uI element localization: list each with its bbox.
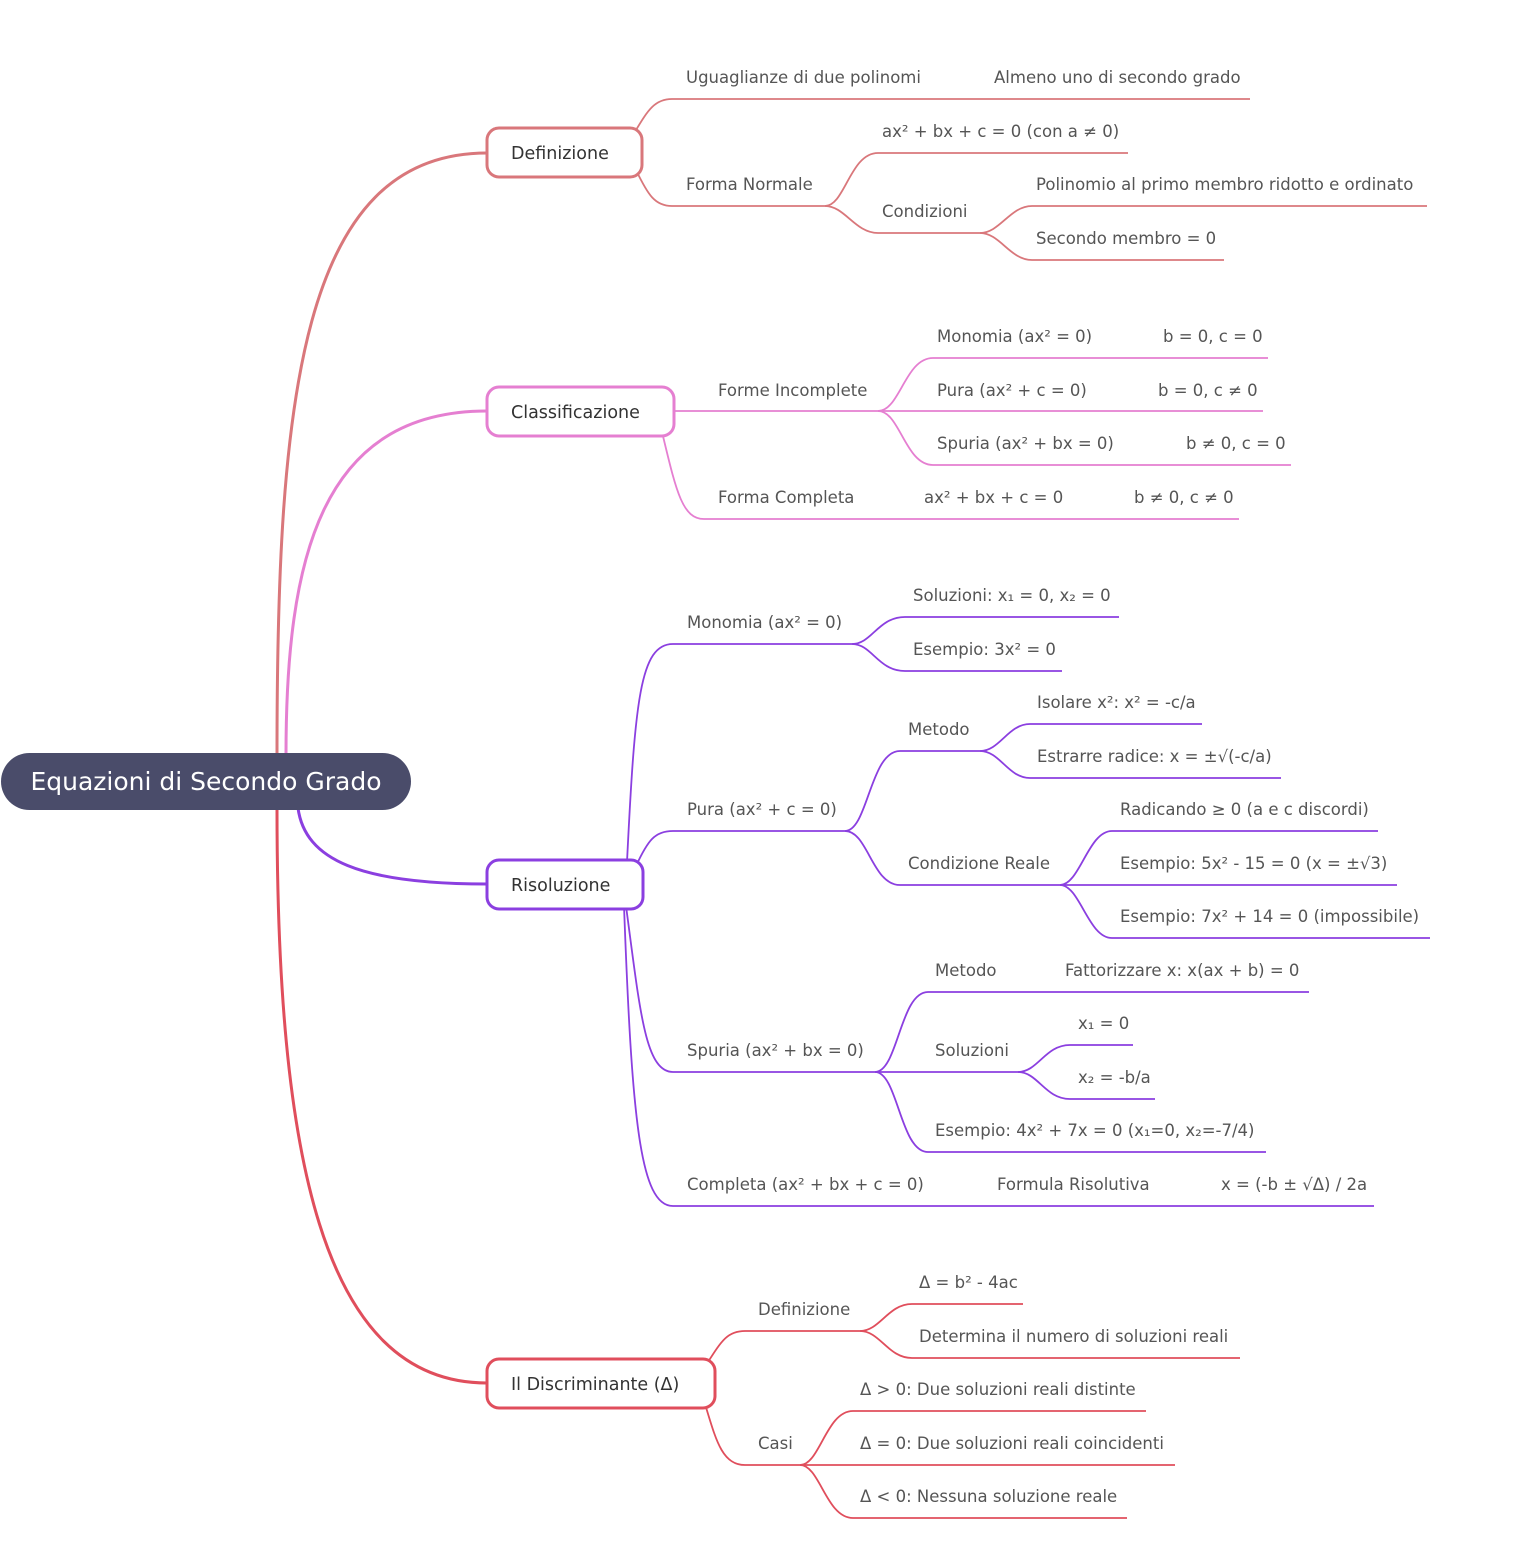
- node-condizione-reale[interactable]: Condizione Reale: [908, 854, 1050, 873]
- line-ris-monomia: [626, 643, 852, 863]
- node-estrarre[interactable]: Estrarre radice: x = ±√(-c/a): [1037, 747, 1272, 766]
- line-determina: [859, 1330, 1240, 1359]
- line-uguaglianze: [635, 98, 1250, 131]
- root-title: Equazioni di Secondo Grado: [30, 767, 381, 796]
- node-cl-spuria-cond[interactable]: b ≠ 0, c = 0: [1186, 434, 1286, 453]
- line-casi: [704, 1403, 800, 1466]
- line-condizione-reale: [844, 830, 1060, 886]
- line-ris-completa: [623, 905, 1374, 1207]
- connector-discriminante: [275, 806, 489, 1385]
- node-ris-monomia[interactable]: Monomia (ax² = 0): [687, 613, 842, 632]
- line-es-7x: [1059, 884, 1430, 939]
- line-caso-neg: [799, 1464, 1127, 1519]
- node-cl-pura[interactable]: Pura (ax² + c = 0): [937, 381, 1087, 400]
- node-es-4x[interactable]: Esempio: 4x² + 7x = 0 (x₁=0, x₂=-7/4): [935, 1121, 1255, 1140]
- node-es-7x[interactable]: Esempio: 7x² + 14 = 0 (impossibile): [1120, 907, 1419, 926]
- line-disc-definizione: [707, 1330, 860, 1363]
- line-x2: [1017, 1071, 1155, 1100]
- branch-discriminante[interactable]: [485, 1357, 717, 1410]
- line-cl-monomia: [877, 357, 1268, 412]
- node-completa-cond[interactable]: b ≠ 0, c ≠ 0: [1134, 488, 1234, 507]
- node-pura-metodo[interactable]: Metodo: [908, 720, 970, 739]
- node-determina[interactable]: Determina il numero di soluzioni reali: [919, 1327, 1228, 1346]
- line-formula-normale: [824, 152, 1128, 207]
- line-condizioni: [824, 205, 980, 234]
- node-delta-formula[interactable]: Δ = b² - 4ac: [919, 1273, 1018, 1292]
- node-monomia-es[interactable]: Esempio: 3x² = 0: [913, 640, 1056, 659]
- node-monomia-sol[interactable]: Soluzioni: x₁ = 0, x₂ = 0: [913, 586, 1111, 605]
- node-uguaglianze[interactable]: Uguaglianze di due polinomi: [686, 68, 921, 87]
- node-cl-pura-cond[interactable]: b = 0, c ≠ 0: [1158, 381, 1258, 400]
- connector-risoluzione: [296, 806, 489, 886]
- branch-definizione-label: Definizione: [511, 144, 609, 164]
- node-fattorizzare[interactable]: Fattorizzare x: x(ax + b) = 0: [1065, 961, 1299, 980]
- node-radicando[interactable]: Radicando ≥ 0 (a e c discordi): [1120, 800, 1369, 819]
- line-forma-completa: [661, 431, 1239, 520]
- node-formula-normale[interactable]: ax² + bx + c = 0 (con a ≠ 0): [882, 122, 1119, 141]
- node-cl-spuria[interactable]: Spuria (ax² + bx = 0): [937, 434, 1114, 453]
- line-estrarre: [979, 750, 1281, 779]
- node-caso-neg[interactable]: Δ < 0: Nessuna soluzione reale: [860, 1487, 1117, 1506]
- connector-definizione: [275, 151, 489, 757]
- line-cl-spuria: [877, 410, 1291, 466]
- branch-classificazione[interactable]: [485, 385, 676, 438]
- line-monomia-sol: [851, 616, 1119, 645]
- connector-classificazione: [284, 409, 489, 757]
- node-secondo-membro[interactable]: Secondo membro = 0: [1036, 229, 1216, 248]
- line-isolare: [979, 723, 1202, 752]
- node-disc-definizione[interactable]: Definizione: [758, 1300, 850, 1319]
- node-ris-pura[interactable]: Pura (ax² + c = 0): [687, 800, 837, 819]
- branch-risoluzione[interactable]: [485, 858, 645, 911]
- node-isolare[interactable]: Isolare x²: x² = -c/a: [1037, 693, 1196, 712]
- branch-classificazione-label: Classificazione: [511, 403, 640, 423]
- line-ris-pura: [635, 830, 845, 867]
- root-node[interactable]: [1, 753, 411, 810]
- line-pura-metodo: [844, 750, 980, 832]
- node-ris-spuria[interactable]: Spuria (ax² + bx = 0): [687, 1041, 864, 1060]
- line-secondo-membro: [979, 232, 1224, 261]
- line-ris-spuria: [625, 905, 875, 1073]
- branch-definizione[interactable]: [485, 126, 644, 179]
- node-forme-incomplete[interactable]: Forme Incomplete: [718, 381, 867, 400]
- line-monomia-es: [851, 643, 1062, 672]
- node-forma-completa[interactable]: Forma Completa: [718, 488, 854, 507]
- node-almeno[interactable]: Almeno uno di secondo grado: [994, 68, 1241, 87]
- node-spuria-soluzioni[interactable]: Soluzioni: [935, 1041, 1009, 1060]
- node-formula[interactable]: x = (-b ± √Δ) / 2a: [1221, 1175, 1367, 1194]
- node-cl-monomia[interactable]: Monomia (ax² = 0): [937, 327, 1092, 346]
- node-x1[interactable]: x₁ = 0: [1078, 1014, 1129, 1033]
- node-caso-pos[interactable]: Δ > 0: Due soluzioni reali distinte: [860, 1380, 1136, 1399]
- line-radicando: [1059, 830, 1378, 886]
- branch-risoluzione-label: Risoluzione: [511, 876, 610, 896]
- line-polinomio: [979, 205, 1427, 234]
- node-forma-normale[interactable]: Forma Normale: [686, 175, 813, 194]
- node-ris-completa[interactable]: Completa (ax² + bx + c = 0): [687, 1175, 924, 1194]
- line-delta-formula: [859, 1303, 1023, 1332]
- line-x1: [1017, 1044, 1133, 1073]
- node-x2[interactable]: x₂ = -b/a: [1078, 1068, 1151, 1087]
- branch-discriminante-label: Il Discriminante (Δ): [511, 1375, 679, 1395]
- node-cl-monomia-cond[interactable]: b = 0, c = 0: [1163, 327, 1263, 346]
- node-condizioni[interactable]: Condizioni: [882, 202, 968, 221]
- node-es-5x[interactable]: Esempio: 5x² - 15 = 0 (x = ±√3): [1120, 854, 1387, 873]
- node-caso-zero[interactable]: Δ = 0: Due soluzioni reali coincidenti: [860, 1434, 1164, 1453]
- line-forma-normale: [635, 169, 825, 207]
- node-polinomio[interactable]: Polinomio al primo membro ridotto e ordi…: [1036, 175, 1413, 194]
- line-spuria-metodo: [874, 991, 1309, 1073]
- node-casi[interactable]: Casi: [758, 1434, 793, 1453]
- node-formula-risolutiva[interactable]: Formula Risolutiva: [997, 1175, 1150, 1194]
- line-caso-pos: [799, 1410, 1146, 1466]
- node-spuria-metodo[interactable]: Metodo: [935, 961, 997, 980]
- node-completa-eq[interactable]: ax² + bx + c = 0: [924, 488, 1063, 507]
- line-es-4x: [874, 1071, 1266, 1153]
